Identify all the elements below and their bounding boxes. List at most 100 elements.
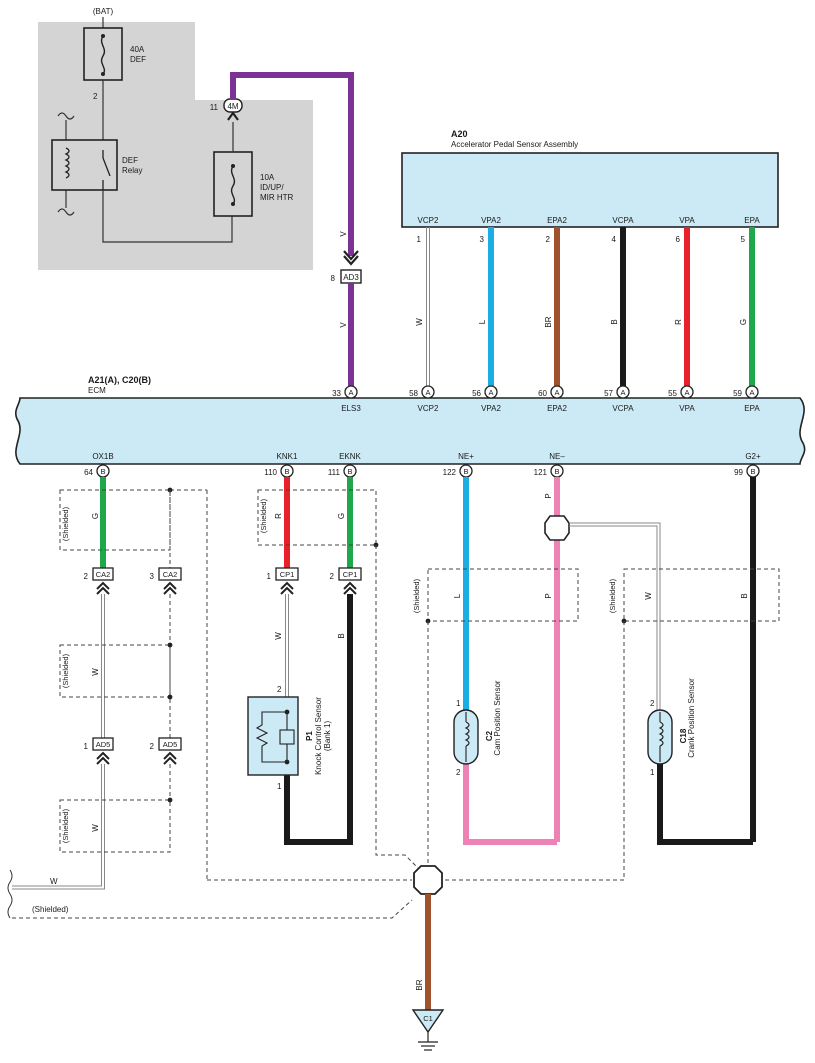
svg-text:P: P: [544, 593, 553, 598]
svg-text:11: 11: [210, 103, 219, 112]
svg-text:33: 33: [332, 389, 341, 398]
svg-text:3: 3: [480, 235, 485, 244]
svg-text:DEF: DEF: [122, 156, 138, 165]
svg-text:1: 1: [650, 768, 655, 777]
svg-text:2: 2: [150, 742, 155, 751]
svg-text:AD5: AD5: [163, 740, 178, 749]
svg-text:CA2: CA2: [96, 570, 111, 579]
svg-text:B: B: [750, 467, 755, 476]
c18-name: Crank Position Sensor: [687, 678, 696, 758]
ecm-terminal-g2-plus: G2+ B 99: [734, 452, 761, 478]
svg-text:VPA2: VPA2: [481, 216, 501, 225]
svg-text:(Shielded): (Shielded): [32, 905, 69, 914]
accelerator-pedal-sensor-assembly: [401, 152, 779, 228]
svg-text:A: A: [488, 388, 493, 397]
a20-code: A20: [451, 129, 468, 139]
svg-text:A: A: [348, 388, 353, 397]
svg-text:B: B: [284, 467, 289, 476]
fuse-40a-label: 40A: [130, 45, 145, 54]
svg-text:57: 57: [604, 389, 613, 398]
svg-text:99: 99: [734, 468, 743, 477]
svg-text:110: 110: [264, 468, 277, 477]
cam-position-sensor-body: [453, 709, 479, 765]
p1-sub: (Bank 1): [323, 721, 332, 752]
svg-text:3: 3: [150, 572, 155, 581]
knock-sensor-body: [247, 696, 299, 776]
svg-text:R: R: [274, 513, 283, 519]
svg-text:122: 122: [443, 468, 457, 477]
svg-text:CP1: CP1: [280, 570, 295, 579]
svg-text:(Shielded): (Shielded): [61, 653, 70, 688]
svg-text:(Shielded): (Shielded): [61, 506, 70, 541]
svg-text:V: V: [339, 322, 348, 328]
svg-text:B: B: [100, 467, 105, 476]
ground-c1: [411, 1009, 445, 1034]
svg-text:VCP2: VCP2: [418, 404, 439, 413]
svg-text:A: A: [749, 388, 754, 397]
p1-name: Knock Control Sensor: [314, 697, 323, 775]
ground-circuit: BR C1: [411, 865, 445, 1051]
svg-text:NE+: NE+: [458, 452, 474, 461]
junction-block-area: [38, 22, 313, 270]
ecm-code: A21(A), C20(B): [88, 375, 151, 385]
svg-text:VPA: VPA: [679, 404, 695, 413]
svg-text:P: P: [544, 493, 553, 498]
ecm-body: [14, 397, 806, 465]
knock-sensor-circuit: R G (Shielded) CP1 1 CP1 2 W B 2 1 P1: [247, 477, 419, 869]
svg-text:2: 2: [330, 572, 335, 581]
splice-ne-minus: [544, 515, 570, 541]
svg-text:64: 64: [84, 468, 93, 477]
svg-text:EPA2: EPA2: [547, 404, 567, 413]
svg-text:G: G: [739, 319, 748, 325]
crank-position-sensor-body: [647, 709, 673, 765]
svg-text:OX1B: OX1B: [92, 452, 113, 461]
c2-code: C2: [485, 730, 494, 741]
svg-text:60: 60: [538, 389, 547, 398]
svg-text:2: 2: [546, 235, 551, 244]
ground-splice: [413, 865, 443, 895]
svg-text:A: A: [684, 388, 689, 397]
ecm-terminal-ox1b: OX1B B 64: [84, 452, 114, 478]
svg-text:KNK1: KNK1: [277, 452, 298, 461]
a20-terminal-epa2: EPA2 2BR: [544, 216, 567, 386]
svg-text:B: B: [740, 593, 749, 598]
bat-label: (BAT): [93, 7, 114, 16]
p1-code: P1: [305, 731, 314, 741]
svg-text:G2+: G2+: [745, 452, 761, 461]
svg-text:W: W: [91, 668, 100, 676]
svg-text:EPA2: EPA2: [547, 216, 567, 225]
svg-text:B: B: [554, 467, 559, 476]
svg-text:56: 56: [472, 389, 481, 398]
svg-text:121: 121: [534, 468, 548, 477]
c18-code: C18: [679, 728, 688, 743]
svg-text:R: R: [674, 319, 683, 325]
svg-text:VCPA: VCPA: [612, 216, 634, 225]
svg-text:55: 55: [668, 389, 677, 398]
svg-text:W: W: [50, 877, 58, 886]
fuse-40a-name: DEF: [130, 55, 146, 64]
svg-text:EKNK: EKNK: [339, 452, 361, 461]
svg-text:VCP2: VCP2: [418, 216, 439, 225]
svg-text:58: 58: [409, 389, 418, 398]
svg-text:2: 2: [650, 699, 655, 708]
svg-text:111: 111: [328, 468, 341, 477]
svg-text:BR: BR: [544, 316, 553, 327]
svg-text:ID/UP/: ID/UP/: [260, 183, 284, 192]
svg-text:W: W: [644, 592, 653, 600]
svg-text:Relay: Relay: [122, 166, 142, 175]
svg-text:1: 1: [267, 572, 272, 581]
svg-text:2: 2: [456, 768, 461, 777]
svg-text:A: A: [554, 388, 559, 397]
svg-text:5: 5: [741, 235, 746, 244]
